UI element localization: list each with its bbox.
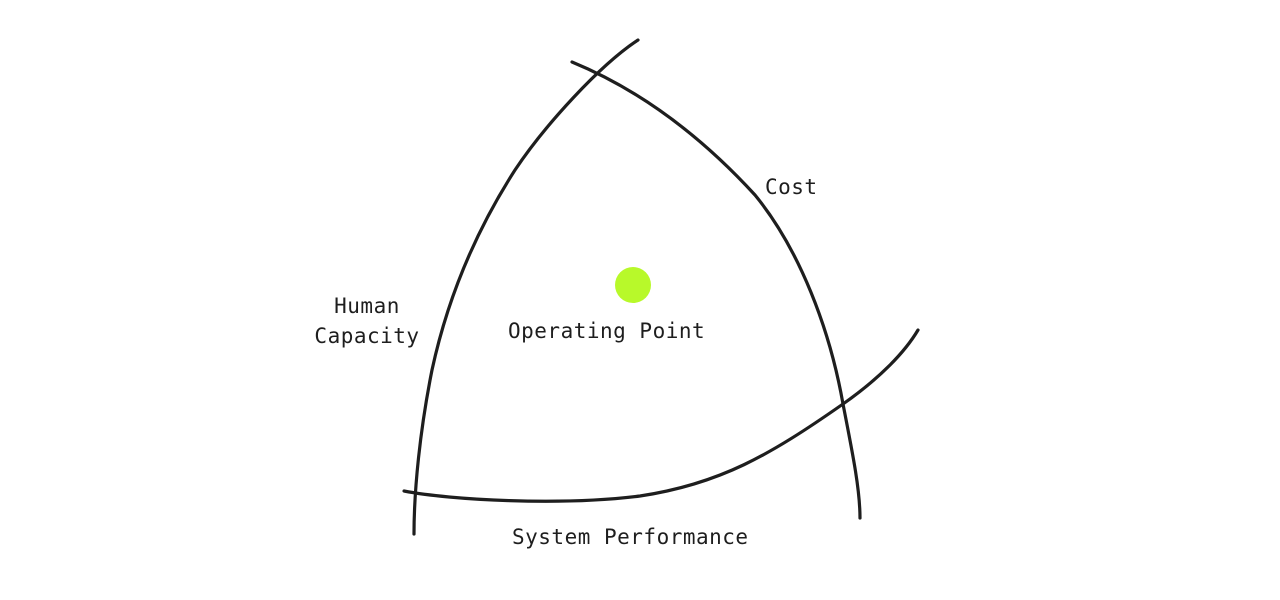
operating-point-label: Operating Point (508, 319, 706, 343)
cost-curve (570, 60, 862, 520)
system-performance-label: System Performance (512, 525, 749, 549)
human-capacity-label: Human Capacity (306, 291, 428, 351)
human-capacity-label-line2: Capacity (314, 324, 420, 348)
cost-label: Cost (765, 175, 818, 199)
system-performance-curve (402, 328, 920, 503)
human-capacity-label-line1: Human (334, 294, 400, 318)
human-capacity-curve (412, 38, 640, 536)
operating-point-marker (615, 267, 651, 303)
